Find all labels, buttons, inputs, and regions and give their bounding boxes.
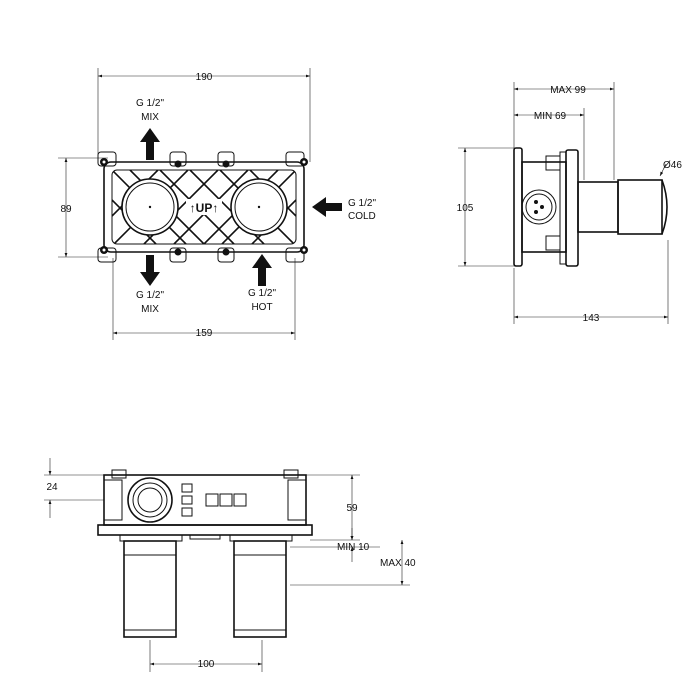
side-view: MAX 99 MIN 69 105 143 Ø46 [457, 82, 682, 324]
dimension-width: 190 [97, 68, 311, 162]
bottom-body-outline [103, 474, 307, 526]
front-view: 190 89 159 [58, 68, 376, 340]
dimension-centers: 159 [112, 258, 296, 340]
bottom-mix-port-size: G 1/2" [136, 290, 164, 301]
cold-arrow [312, 197, 342, 217]
dimension-min-depth-label: MIN 69 [534, 111, 567, 122]
dimension-max40-label: MAX 40 [380, 558, 416, 569]
top-port-size: G 1/2" [136, 98, 164, 109]
left-port [121, 178, 179, 236]
dimension-24-label: 24 [46, 482, 58, 493]
dimension-centers-label: 159 [196, 328, 213, 339]
top-mix-arrow [140, 128, 160, 160]
cold-port-size: G 1/2" [348, 198, 376, 209]
dimension-min10-label: MIN 10 [337, 542, 370, 553]
hot-arrow [252, 254, 272, 286]
bottom-view: 24 59 MIN 10 MAX 40 100 [44, 458, 416, 672]
bottom-mix-port-name: MIX [141, 304, 159, 315]
dimension-max-depth-label: MAX 99 [550, 85, 586, 96]
valve-body-outline [103, 161, 305, 253]
side-rear-flange [565, 149, 579, 267]
right-spindle [233, 540, 287, 638]
hot-port-name: HOT [251, 302, 272, 313]
cold-port-name: COLD [348, 211, 376, 222]
dimension-width-label: 190 [196, 72, 213, 83]
dimension-59-label: 59 [346, 503, 358, 514]
side-spindle [577, 181, 619, 233]
dimension-overall-depth-label: 143 [583, 313, 600, 324]
dimension-height: 89 [58, 157, 108, 258]
side-front-flange [513, 147, 523, 267]
screw-heads [100, 158, 308, 256]
dimension-100-label: 100 [198, 659, 215, 670]
top-port-name: MIX [141, 112, 159, 123]
dimension-side-height-label: 105 [457, 203, 474, 214]
up-label: ↑UP↑ [190, 201, 219, 215]
bottom-mix-arrow [140, 255, 160, 286]
left-spindle [123, 540, 177, 638]
right-port [230, 178, 288, 236]
hot-port-size: G 1/2" [248, 288, 276, 299]
dimension-height-label: 89 [60, 204, 72, 215]
dimension-diameter-label: Ø46 [663, 160, 682, 171]
